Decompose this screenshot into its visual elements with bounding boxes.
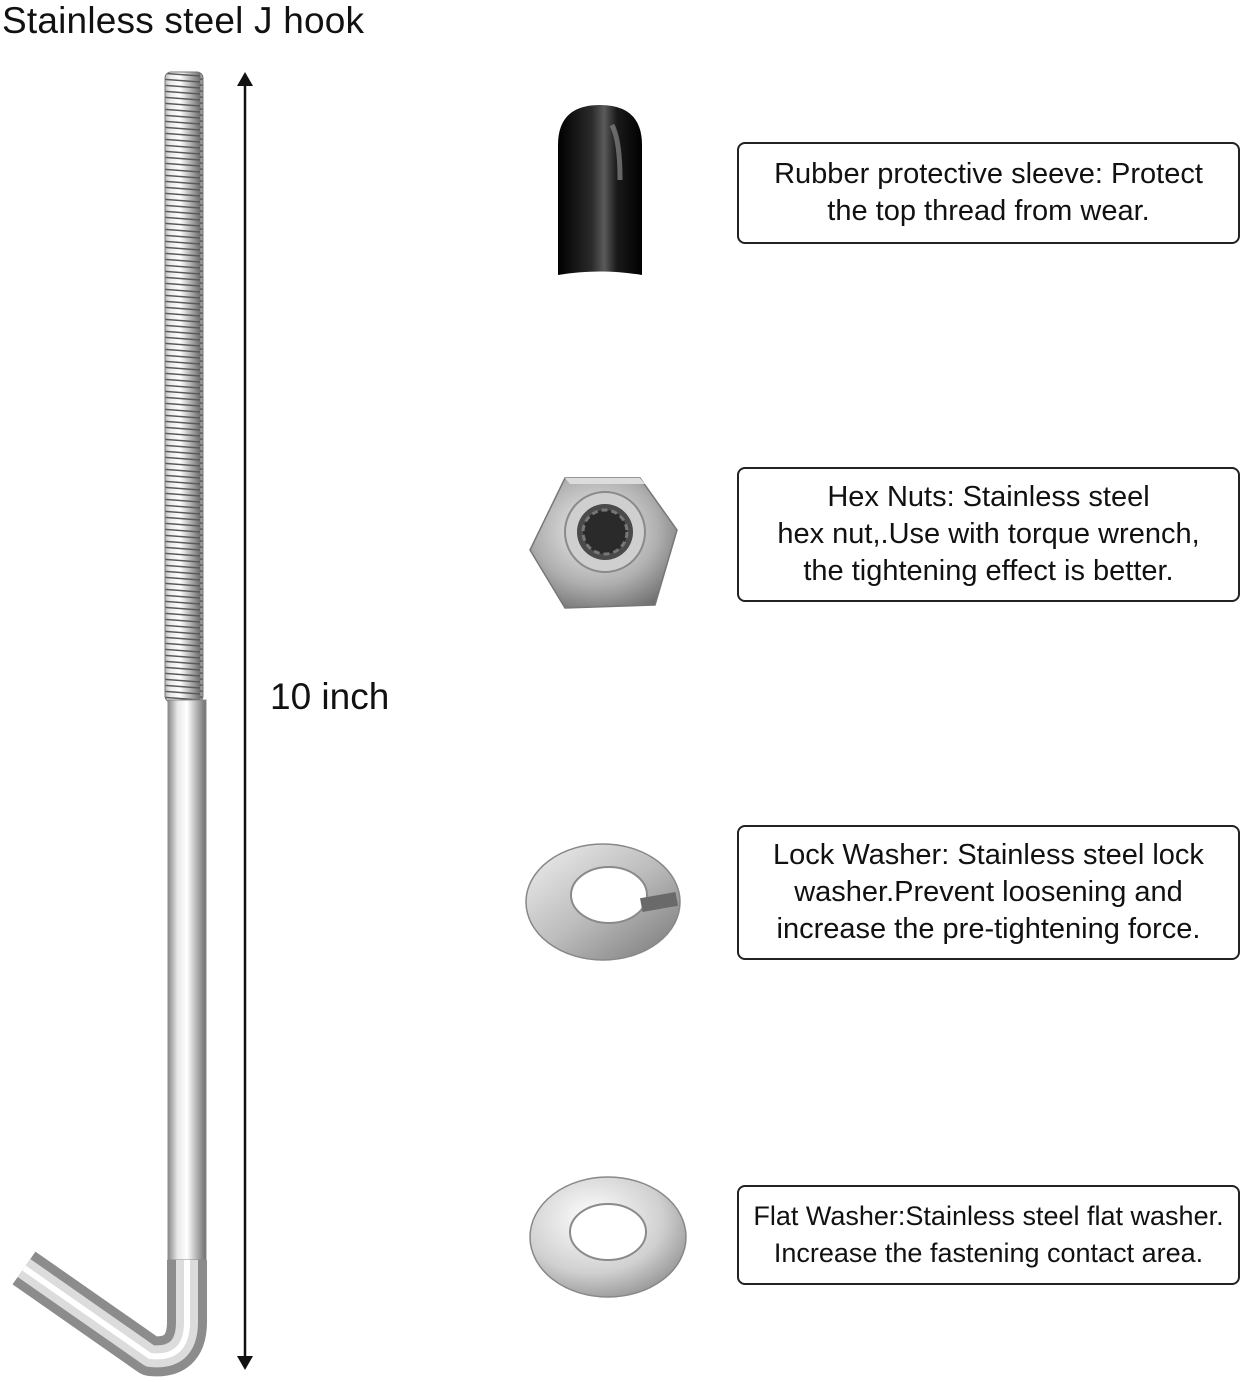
j-hook-bolt-icon: [12, 71, 253, 1377]
callout-lock-washer: Lock Washer: Stainless steel lock washer…: [737, 825, 1240, 960]
smooth-shaft: [167, 699, 207, 1261]
callout-rubber-sleeve: Rubber protective sleeve: Protect the to…: [737, 142, 1240, 244]
hex-nut-icon: [529, 477, 678, 609]
flat-washer-icon: [529, 1176, 687, 1298]
callout-line: the top thread from wear.: [827, 195, 1150, 227]
dimension-arrow: [237, 72, 253, 1370]
callout-line: Lock Washer: Stainless steel lock: [773, 839, 1204, 871]
callout-flat-washer: Flat Washer:Stainless steel flat washer.…: [737, 1185, 1240, 1285]
callout-line: hex nut,.Use with torque wrench,: [777, 518, 1200, 550]
callout-line: washer.Prevent loosening and: [794, 876, 1183, 908]
thread-section: [164, 71, 204, 703]
callout-hex-nut: Hex Nuts: Stainless steel hex nut,.Use w…: [737, 467, 1240, 602]
dimension-label: 10 inch: [270, 676, 390, 717]
page-title: Stainless steel J hook: [2, 0, 365, 41]
callout-line: Hex Nuts: Stainless steel: [827, 481, 1150, 513]
callout-line: Rubber protective sleeve: Protect: [774, 158, 1203, 190]
lock-washer-icon: [525, 843, 681, 961]
callout-line: increase the pre-tightening force.: [776, 913, 1201, 945]
callout-line: the tightening effect is better.: [803, 555, 1174, 587]
callout-line: Increase the fastening contact area.: [773, 1238, 1204, 1268]
rubber-cap-icon: [558, 105, 642, 275]
callout-line: Flat Washer:Stainless steel flat washer.: [753, 1201, 1224, 1231]
